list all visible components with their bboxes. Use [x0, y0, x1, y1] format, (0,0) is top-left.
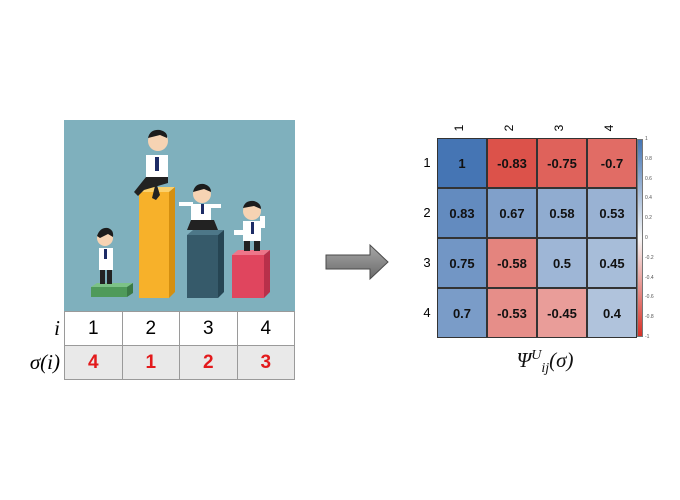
person-4 — [234, 200, 265, 251]
formula-sup: U — [531, 348, 542, 363]
heatmap-cell: 0.75 — [437, 238, 487, 288]
heatmap-cell: 1 — [437, 138, 487, 188]
heatmap-cell: -0.75 — [537, 138, 587, 188]
heatmap-cell: 0.45 — [587, 238, 637, 288]
heatmap-cell: 0.7 — [437, 288, 487, 338]
colorbar-tick: -0.8 — [645, 314, 654, 321]
colorbar-tick: -0.2 — [645, 254, 654, 261]
formula-sub: ij — [541, 361, 550, 377]
heatmap-cell: -0.7 — [587, 138, 637, 188]
colorbar — [637, 139, 643, 337]
row-label: 1 — [423, 155, 431, 170]
heatmap-cell: 0.83 — [437, 188, 487, 238]
row-label: 3 — [423, 255, 431, 270]
podium-slate — [187, 230, 224, 298]
podium-illustration — [64, 120, 295, 311]
heatmap-cell: -0.58 — [487, 238, 537, 288]
colorbar-tick: 0.6 — [645, 175, 652, 182]
colorbar-tick: 0.4 — [645, 195, 652, 202]
colorbar-ticks: 1 0.8 0.6 0.4 0.2 0 -0.2 -0.4 -0.6 -0.8 -1 — [645, 135, 675, 345]
colorbar-tick: -0.4 — [645, 274, 654, 281]
formula-base: Ψ — [516, 348, 532, 372]
heatmap-cell: 0.4 — [587, 288, 637, 338]
arrow-right-icon — [322, 242, 392, 287]
row-label: 2 — [423, 205, 431, 220]
permutation-table: 1 2 3 4 4 1 2 3 — [64, 311, 295, 380]
colorbar-tick: 0.8 — [645, 155, 652, 162]
sigma-cell: 2 — [179, 345, 238, 380]
sigma-cell: 1 — [121, 345, 180, 380]
i-row-label: i — [54, 316, 60, 340]
colorbar-tick: 1 — [645, 136, 648, 142]
sigma-cell: 3 — [236, 345, 295, 380]
colorbar-tick: 0 — [645, 235, 648, 241]
colorbar-tick: -1 — [645, 334, 650, 340]
heatmap-row-labels: 1 2 3 4 — [420, 138, 436, 338]
sigma-cell: 4 — [64, 345, 123, 380]
heatmap-cell: 0.67 — [487, 188, 537, 238]
heatmap-cell: 0.58 — [537, 188, 587, 238]
podium-green — [91, 283, 133, 297]
formula-arg: (σ) — [549, 348, 574, 372]
heatmap-cell: -0.53 — [487, 288, 537, 338]
i-cell: 3 — [179, 311, 238, 346]
person-3 — [179, 183, 221, 230]
heatmap-cell: -0.45 — [537, 288, 587, 338]
podium-yellow — [139, 187, 175, 298]
podium-red — [232, 250, 270, 298]
row-label: 4 — [423, 305, 431, 320]
colorbar-tick: -0.6 — [645, 294, 654, 301]
i-row: 1 2 3 4 — [64, 311, 295, 346]
person-1 — [97, 227, 114, 284]
i-cell: 4 — [236, 311, 295, 346]
i-cell: 2 — [121, 311, 180, 346]
heatmap-formula: ΨUij(σ) — [470, 348, 620, 377]
heatmap-cell: 0.5 — [537, 238, 587, 288]
sigma-row: 4 1 2 3 — [64, 345, 295, 380]
sigma-row-label: σ(i) — [29, 350, 60, 374]
colorbar-tick: 0.2 — [645, 215, 652, 222]
heatmap-cell: -0.83 — [487, 138, 537, 188]
person-2 — [134, 129, 168, 200]
heatmap-column-labels: 1 2 3 4 — [437, 118, 637, 138]
i-cell: 1 — [64, 311, 123, 346]
heatmap-cell: 0.53 — [587, 188, 637, 238]
